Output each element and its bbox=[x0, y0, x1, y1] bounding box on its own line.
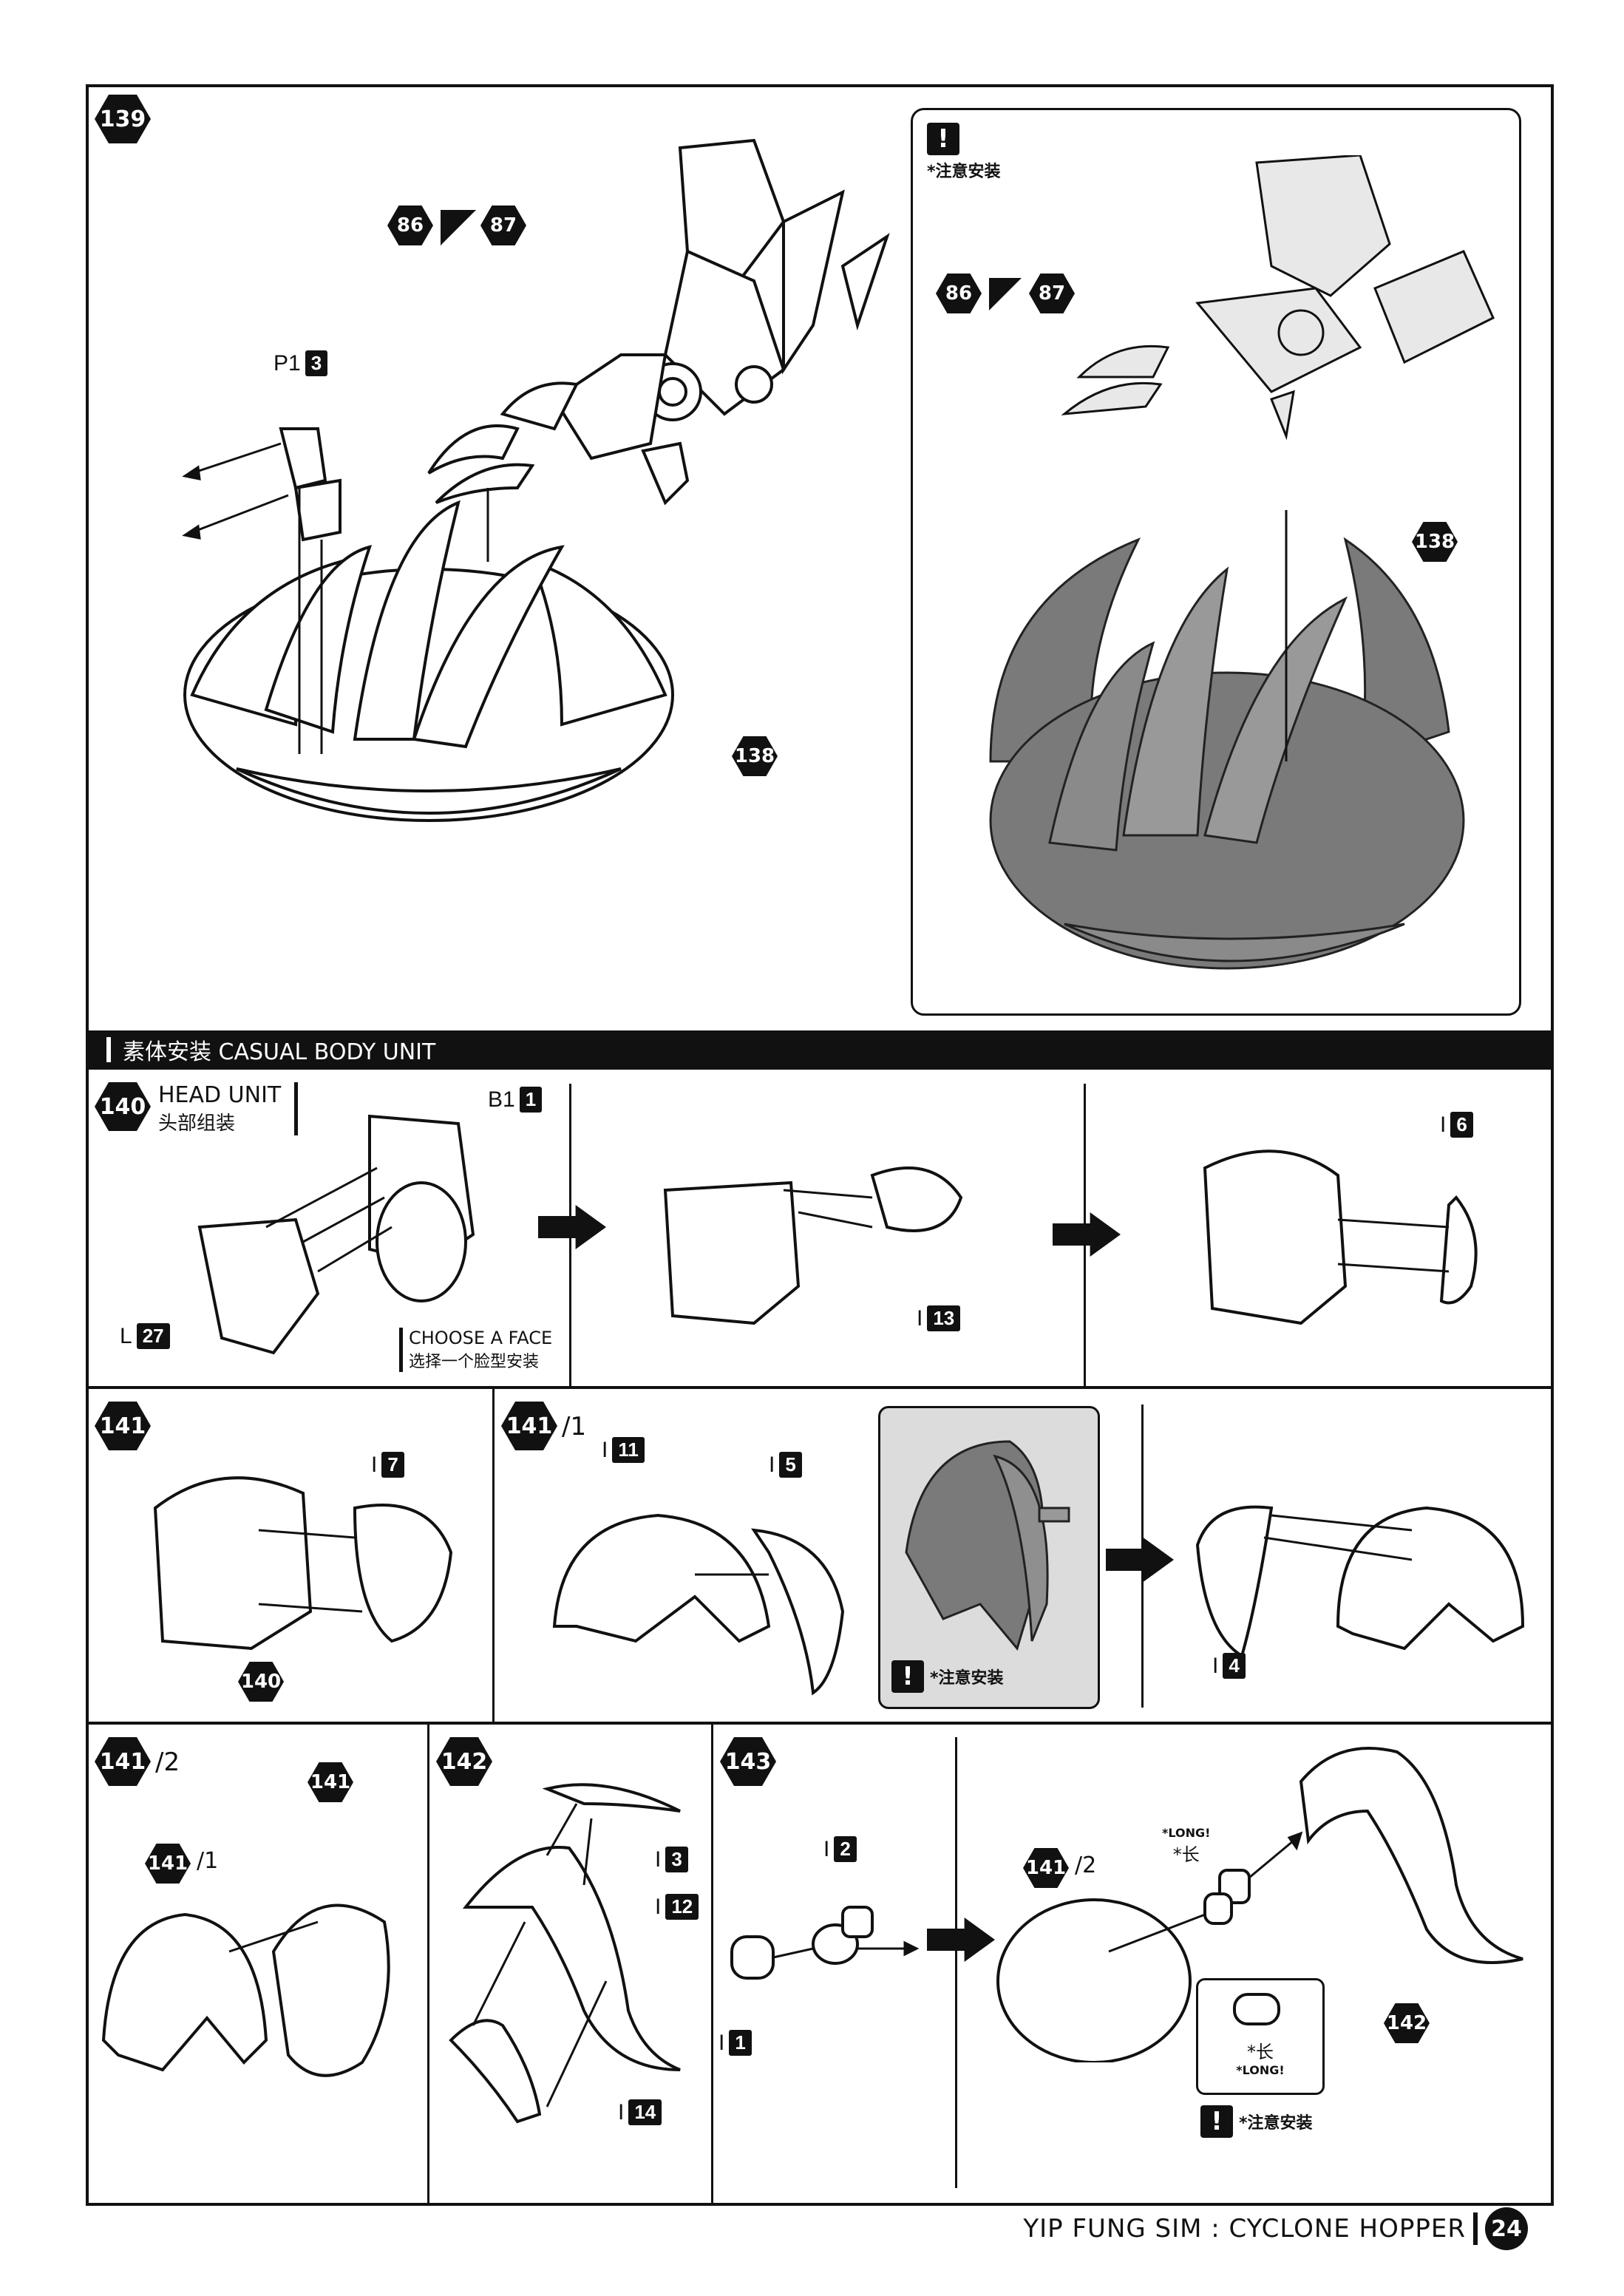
section-header: 素体安装 CASUAL BODY UNIT bbox=[89, 1030, 1551, 1069]
product-title: YIP FUNG SIM : CYCLONE HOPPER bbox=[1023, 2214, 1466, 2244]
inset-claw-render bbox=[1061, 155, 1495, 441]
claw-lineart bbox=[427, 138, 890, 506]
part-i3: I 3 bbox=[655, 1847, 688, 1872]
part-i6: I 6 bbox=[1440, 1112, 1473, 1138]
step-141-2-suffix: /2 bbox=[155, 1748, 180, 1777]
bangs-render bbox=[905, 1440, 1070, 1651]
exclamation-icon: ! bbox=[1200, 2105, 1233, 2138]
part-i14: I 14 bbox=[618, 2099, 662, 2125]
step-142-row bbox=[86, 1722, 1554, 2206]
divider bbox=[711, 1724, 713, 2204]
step-141-2-badge: 141 bbox=[95, 1737, 151, 1786]
long-part-inset bbox=[1196, 1978, 1325, 2095]
head-unit-cn: 头部组装 bbox=[158, 1113, 236, 1135]
footer: YIP FUNG SIM : CYCLONE HOPPER 24 bbox=[1023, 2207, 1528, 2250]
wing-base-lineart bbox=[183, 427, 674, 822]
head-hair-lineart bbox=[153, 1476, 453, 1651]
bangs-lineart bbox=[552, 1513, 845, 1696]
step-141-badge: 141 bbox=[95, 1402, 151, 1450]
ponytail-lineart bbox=[449, 1783, 681, 2124]
section-title: 素体安装 CASUAL BODY UNIT bbox=[123, 1039, 436, 1065]
ref-142-badge: 142 bbox=[1384, 2003, 1430, 2043]
warning-inset bbox=[911, 108, 1521, 1016]
step-143-badge: 143 bbox=[720, 1737, 776, 1786]
head-assembly-3-lineart bbox=[1203, 1149, 1478, 1325]
ref-141-1-suffix: /1 bbox=[197, 1848, 219, 1874]
choose-face-en: CHOOSE A FACE bbox=[409, 1328, 553, 1348]
joint-parts-lineart bbox=[730, 1906, 920, 1980]
step-number: 139 bbox=[99, 106, 146, 132]
ref-141-badge: 141 bbox=[308, 1762, 353, 1802]
head-assembly-2-lineart bbox=[663, 1166, 963, 1325]
divider bbox=[427, 1724, 429, 2204]
direction-arrows bbox=[182, 442, 289, 540]
divider bbox=[955, 1737, 957, 2188]
head-unit-label: HEAD UNIT 头部组装 bbox=[158, 1082, 299, 1135]
ref-141-2-badge: 141 bbox=[1023, 1848, 1069, 1888]
bangs-inset-warning: ! *注意安装 bbox=[891, 1660, 1004, 1693]
long-en: *LONG! bbox=[1162, 1826, 1211, 1840]
inset-ref-138-badge: 138 bbox=[1412, 522, 1458, 562]
step-139-badge: 139 bbox=[95, 95, 151, 143]
part-i5: I 5 bbox=[769, 1452, 802, 1478]
long-cn: *长 bbox=[1172, 1844, 1200, 1865]
section-accent bbox=[106, 1037, 111, 1062]
divider bbox=[492, 1388, 495, 1722]
step-143-warning: ! *注意安装 bbox=[1200, 2105, 1313, 2138]
ref-141-2-suffix: /2 bbox=[1075, 1852, 1097, 1878]
part-i2: I 2 bbox=[823, 1836, 857, 1862]
part-i12: I 12 bbox=[655, 1894, 699, 1920]
choose-face-cn: 选择一个脸型安装 bbox=[409, 1353, 540, 1371]
long-part-icon bbox=[1233, 1993, 1280, 2025]
head-frame-lineart bbox=[197, 1114, 475, 1355]
long-part-inset-label: *长 *LONG! bbox=[1236, 2042, 1285, 2077]
footer-accent bbox=[1473, 2212, 1478, 2245]
exclamation-icon: ! bbox=[927, 123, 959, 155]
bangs-assembly-lineart bbox=[1195, 1505, 1525, 1659]
head-ponytail-lineart bbox=[996, 1747, 1523, 2062]
inset-wing-render bbox=[989, 510, 1465, 970]
ref-140-badge: 140 bbox=[238, 1662, 284, 1702]
choose-face-label: CHOOSE A FACE 选择一个脸型安装 bbox=[399, 1328, 552, 1372]
step-141-1-suffix: /1 bbox=[562, 1412, 587, 1441]
part-i11: I 11 bbox=[602, 1437, 645, 1463]
long-callout: *LONG! *长 bbox=[1162, 1826, 1210, 1866]
step-140-badge: 140 bbox=[95, 1082, 151, 1131]
part-i7: I 7 bbox=[371, 1452, 404, 1478]
part-i1: I 1 bbox=[718, 2030, 752, 2056]
part-p1: P1 3 bbox=[274, 350, 328, 376]
part-i13: I 13 bbox=[917, 1305, 961, 1331]
step-142-badge: 142 bbox=[436, 1737, 492, 1786]
page-number: 24 bbox=[1485, 2207, 1528, 2250]
step-141-1-badge: 141 bbox=[501, 1402, 557, 1450]
inset-part-87-badge: 87 bbox=[1029, 274, 1075, 313]
hair-face-lineart bbox=[101, 1903, 390, 2077]
exclamation-icon: ! bbox=[891, 1660, 924, 1693]
part-l27: L 27 bbox=[120, 1323, 170, 1349]
head-unit-en: HEAD UNIT bbox=[158, 1082, 282, 1108]
part-i4: I 4 bbox=[1212, 1653, 1246, 1679]
inset-warning: ! *注意安装 bbox=[927, 123, 1001, 181]
part-b1: B1 1 bbox=[488, 1087, 543, 1113]
inset-part-86-badge: 86 bbox=[936, 274, 982, 313]
